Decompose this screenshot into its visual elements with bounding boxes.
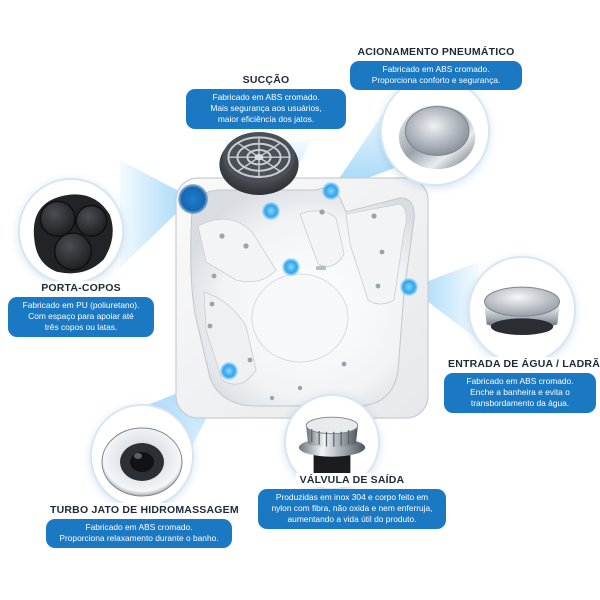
callout-succao-line: Fabricado em ABS cromado. (212, 92, 320, 102)
water-inlet-icon (470, 258, 574, 362)
callout-acionamento-line: Proporciona conforto e segurança. (371, 75, 501, 85)
suction-image (214, 114, 304, 204)
callout-valvula-title: VÁLVULA DE SAÍDA (295, 473, 409, 487)
callout-succao-description: Fabricado em ABS cromado. Mais segurança… (186, 89, 346, 129)
callout-entrada-line: Enche a banheira e evita o (470, 387, 570, 397)
callout-turbo-line: Fabricado em ABS cromado. (85, 522, 193, 532)
callout-succao-title: SUCÇÃO (238, 73, 294, 87)
callout-entrada-line: transbordamento da água. (470, 398, 570, 408)
callout-turbo-line: Proporciona relaxamento durante o banho. (59, 533, 219, 543)
callout-succao-line: maior eficiência dos jatos. (217, 114, 315, 124)
callout-entrada-description: Fabricado em ABS cromado. Enche a banhei… (444, 373, 596, 413)
callout-porta-copos-line: três copos ou latas. (44, 322, 118, 332)
callout-entrada: ENTRADA DE ÁGUA / LADRÃO Fabricado em AB… (444, 354, 600, 413)
cup-holder-icon (20, 180, 122, 282)
pneumatic-button-icon (382, 78, 488, 184)
suction-grate-icon (219, 132, 299, 195)
callout-entrada-title: ENTRADA DE ÁGUA / LADRÃO (444, 357, 600, 371)
massage-jet-icon (92, 406, 192, 506)
drain-valve-icon (286, 396, 378, 488)
callout-porta-copos-title: PORTA-COPOS (37, 281, 125, 295)
highlight-dot-porta-copos[interactable] (178, 184, 208, 214)
callout-entrada-line: Fabricado em ABS cromado. (466, 376, 574, 386)
callout-turbo-description: Fabricado em ABS cromado. Proporciona re… (46, 519, 232, 548)
massage-jet-image (92, 406, 192, 506)
callout-valvula: VÁLVULA DE SAÍDA Produzidas em inox 304 … (258, 470, 446, 529)
callout-succao-line: Mais segurança aos usuários, (210, 103, 322, 113)
beam-porta-copos (120, 160, 192, 268)
water-inlet-image (470, 258, 574, 362)
callout-acionamento-title: ACIONAMENTO PNEUMÁTICO (353, 45, 519, 59)
callout-porta-copos-description: Fabricado em PU (poliuretano). Com espaç… (8, 297, 154, 337)
callout-acionamento-description: Fabricado em ABS cromado. Proporciona co… (350, 61, 522, 90)
callout-succao: SUCÇÃO Fabricado em ABS cromado. Mais se… (186, 70, 346, 129)
callout-valvula-description: Produzidas em inox 304 e corpo feito em … (258, 489, 446, 529)
highlight-dot-center[interactable] (282, 258, 300, 276)
callout-porta-copos-line: Com espaço para apoiar até (28, 311, 134, 321)
highlight-dot-succao[interactable] (262, 202, 280, 220)
cup-holder-image (20, 180, 122, 282)
highlight-dot-turbo[interactable] (220, 362, 238, 380)
callout-valvula-line: Produzidas em inox 304 e corpo feito em (275, 492, 429, 502)
callout-turbo: TURBO JATO DE HIDROMASSAGEM Fabricado em… (46, 500, 243, 548)
callout-acionamento: ACIONAMENTO PNEUMÁTICO Fabricado em ABS … (350, 42, 522, 90)
highlight-dot-entrada[interactable] (400, 278, 418, 296)
callout-porta-copos-line: Fabricado em PU (poliuretano). (22, 300, 140, 310)
callout-valvula-line: nylon com fibra, não oxida e nem enferru… (271, 503, 433, 513)
pneumatic-button-image (382, 78, 488, 184)
callout-acionamento-line: Fabricado em ABS cromado. (382, 64, 490, 74)
callout-valvula-line: aumentando a vida útil do produto. (287, 514, 417, 524)
highlight-dot-acionamento[interactable] (322, 182, 340, 200)
callout-porta-copos: PORTA-COPOS Fabricado em PU (poliuretano… (8, 278, 154, 337)
drain-valve-image (286, 396, 378, 488)
callout-turbo-title: TURBO JATO DE HIDROMASSAGEM (46, 503, 243, 517)
